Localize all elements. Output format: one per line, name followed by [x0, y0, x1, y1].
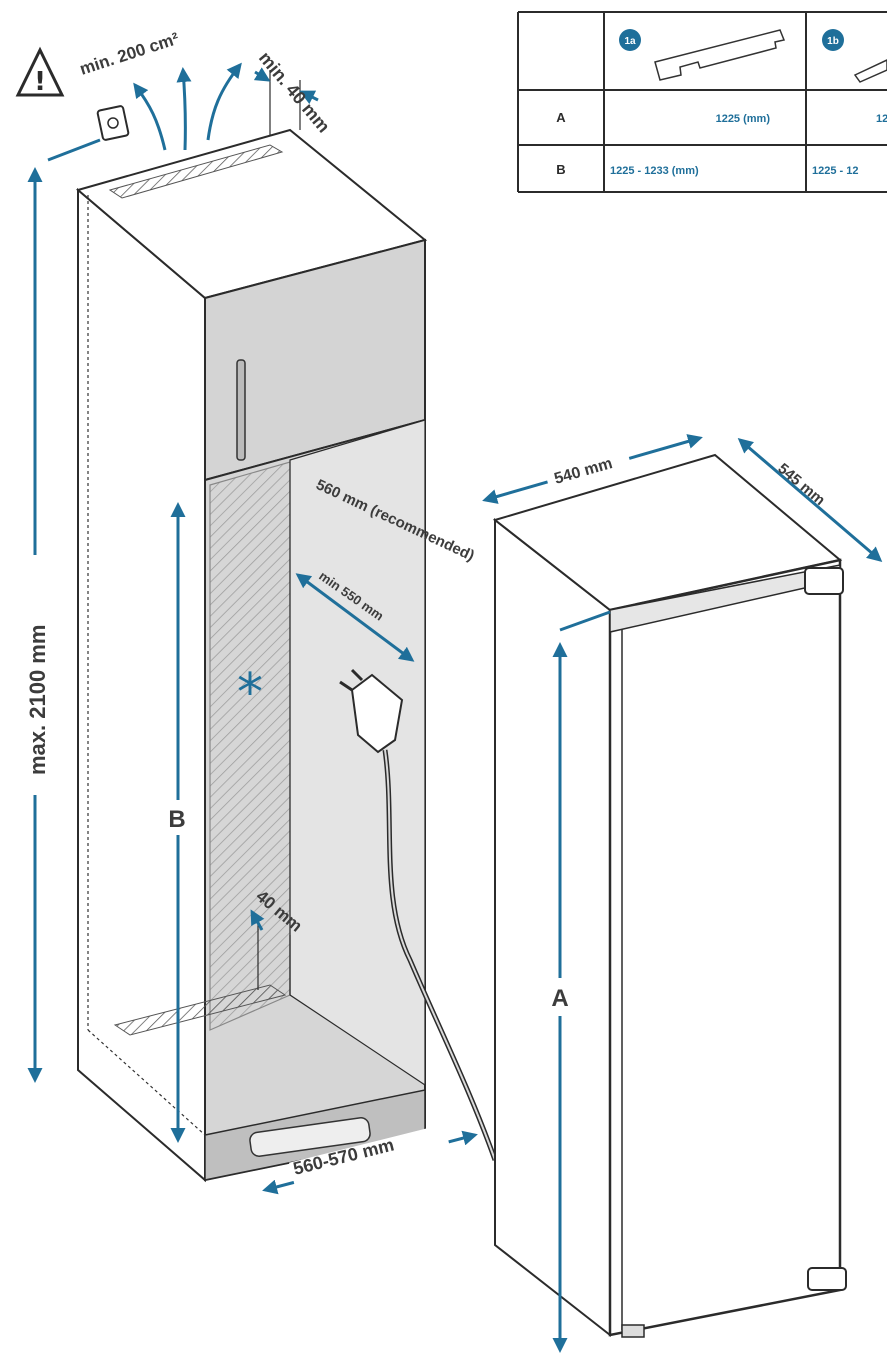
- warning-icon: !: [15, 46, 65, 97]
- airflow-arrows: [133, 62, 242, 151]
- side-wall-hatch: [209, 461, 291, 1031]
- top-vent: [108, 144, 284, 199]
- snowflake-icon: *: [237, 663, 263, 723]
- dim-b-label: B: [168, 806, 185, 833]
- vent-area-label: min. 200 cm²: [77, 29, 181, 79]
- row-a-value-1a: 1225 (mm): [716, 113, 771, 125]
- bottom-vent: [113, 984, 287, 1036]
- bracket-1a-icon: [654, 29, 786, 81]
- row-a-value-1b: 12: [876, 113, 887, 125]
- svg-text:!: !: [34, 67, 46, 97]
- max-height-label: max. 2100 mm: [25, 625, 50, 775]
- bracket-1b-icon: [853, 59, 887, 83]
- column-1a-label: 1a: [624, 36, 636, 47]
- column-1b-label: 1b: [827, 36, 839, 47]
- row-a-label: A: [556, 110, 566, 125]
- top-clearance-label: min. 40 mm: [255, 48, 334, 137]
- top-hinge-icon: [804, 567, 844, 595]
- dimension-table: 1a 1b A 1225 (mm) 12 B 1225 - 1233 (mm) …: [517, 11, 887, 193]
- badge-1b-icon: [822, 29, 844, 51]
- dim-a-label: A: [551, 985, 568, 1012]
- wall-socket-icon: [96, 105, 130, 141]
- power-plug-icon: [339, 668, 404, 754]
- row-b-value-1a: 1225 - 1233 (mm): [610, 165, 699, 177]
- cabinet: [75, 128, 428, 1183]
- door-handle: [236, 359, 246, 461]
- bottom-hinge-icon: [807, 1267, 847, 1291]
- appliance: [492, 453, 847, 1338]
- row-b-value-1b: 1225 - 12: [812, 165, 858, 177]
- badge-1a-icon: [619, 29, 641, 51]
- row-b-label: B: [556, 162, 565, 177]
